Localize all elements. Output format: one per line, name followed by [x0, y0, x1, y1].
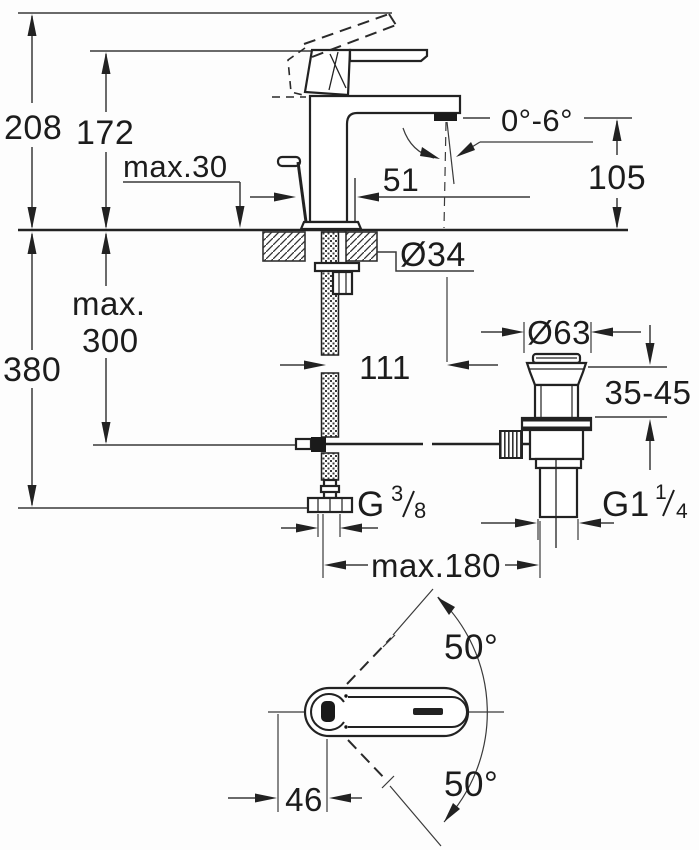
rod-fitting	[294, 437, 313, 451]
lever-top-view	[348, 696, 468, 728]
supply-thread-label: G 3 8	[357, 481, 427, 524]
waste-lower-body	[528, 428, 585, 461]
dim-total-depth	[27, 232, 37, 507]
waste-thread-prefix: G1	[602, 485, 650, 524]
base-plate	[299, 220, 363, 231]
supply-thread-prefix: G	[357, 485, 385, 524]
front-view	[18, 13, 628, 514]
cartridge-dome	[310, 693, 345, 731]
mounting-washer	[313, 261, 361, 273]
dim-waste-thread	[481, 518, 614, 540]
labels: 208 172 max.30 51 0°-6° 105 Ø34 max. 300…	[3, 103, 691, 818]
waste-lever-knob	[499, 430, 523, 459]
waste-flange	[525, 361, 588, 387]
faucet-body	[308, 94, 462, 224]
supply-thread-denominator: 8	[414, 498, 427, 523]
supply-hose-lower	[320, 452, 340, 481]
lever-groove	[413, 708, 443, 715]
counter-section-right	[344, 231, 378, 262]
dim-waste-flange	[481, 322, 641, 353]
top-view	[303, 686, 470, 738]
dim-handle-offset	[228, 714, 362, 812]
dim-tilt-range-label: 0°-6°	[501, 103, 573, 138]
dim-supply-thread	[281, 514, 378, 537]
dim-waste-flange-label: Ø63	[527, 314, 591, 351]
dim-handle-offset-label: 46	[285, 781, 323, 818]
waste-thread-denominator: 4	[676, 500, 688, 523]
popup-knob	[276, 155, 302, 168]
handle-escutcheon	[303, 48, 352, 97]
dim-deck-max-label: max.30	[123, 149, 228, 184]
dim-swivel-lower-label: 50°	[444, 765, 498, 804]
counter-section-left	[262, 231, 306, 262]
dim-rod-span	[322, 514, 541, 578]
dim-spout-projection	[280, 360, 498, 370]
supply-thread-numerator: 3	[391, 481, 404, 506]
waste-assembly	[499, 352, 593, 548]
dim-lever-height-label: 172	[76, 114, 134, 152]
lever-handle	[348, 48, 429, 63]
dim-deck-thickness-label: 35-45	[605, 374, 692, 411]
waste-tailpipe	[538, 466, 579, 519]
dim-hose-depth-value: 300	[82, 322, 139, 359]
aerator	[434, 113, 457, 121]
waste-coupling	[534, 457, 583, 470]
dim-deck-thickness	[588, 325, 667, 470]
dim-outlet-height-label: 105	[588, 159, 646, 197]
waste-thread-numerator: 1	[655, 481, 667, 504]
water-stream-line	[443, 121, 447, 229]
mounting-nut	[331, 270, 354, 296]
dim-outlet-height	[612, 119, 622, 229]
hose-end-collar	[319, 484, 341, 494]
dim-hose-depth	[101, 232, 111, 444]
waste-thread-label: G1 1 4	[602, 481, 688, 524]
dim-hole-diameter-leader	[368, 251, 474, 272]
dim-spout-offset-label: 51	[383, 162, 420, 198]
dim-swivel-arcs	[268, 588, 504, 847]
dimension-linework	[18, 12, 667, 847]
dim-hose-depth-word: max.	[72, 285, 146, 322]
logo-slot	[321, 701, 335, 722]
dim-deck-max	[123, 181, 245, 228]
dim-rod-span-label: max.180	[371, 547, 501, 584]
dim-total-height	[27, 14, 37, 229]
dim-total-height-label: 208	[4, 109, 62, 147]
lever-handle-phantom	[272, 13, 397, 98]
popup-pull-rod	[296, 161, 308, 223]
supply-hose-middle	[320, 372, 340, 438]
dim-hole-diameter-label: Ø34	[400, 236, 466, 274]
rod-clamp	[311, 437, 326, 452]
dim-spout-offset	[250, 178, 530, 226]
dim-projection-label: 111	[359, 349, 411, 386]
dim-total-depth-label: 380	[3, 351, 61, 389]
dim-swivel-upper-label: 50°	[444, 628, 498, 667]
dim-lever-height	[101, 52, 111, 229]
dim-aerator-tilt	[402, 117, 632, 362]
